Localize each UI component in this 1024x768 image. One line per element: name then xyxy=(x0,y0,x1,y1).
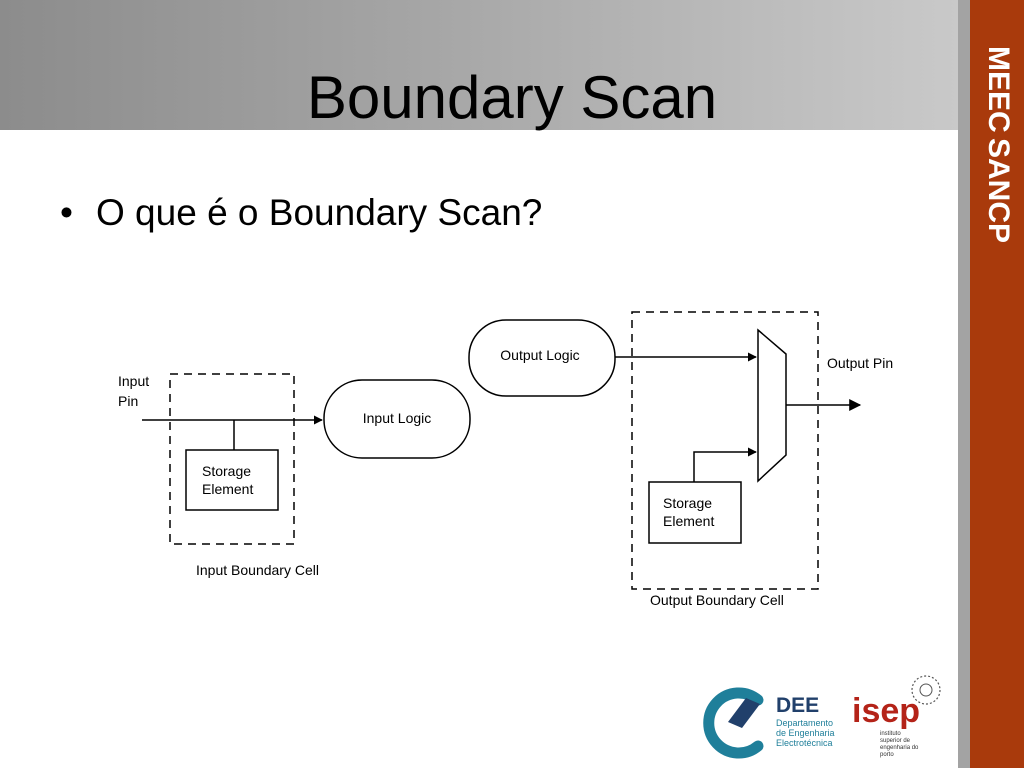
isep-logo-line2: superior de xyxy=(880,738,911,744)
dee-logo-line2: de Engenharia xyxy=(776,728,835,738)
input-cell-label: Input Boundary Cell xyxy=(196,562,319,578)
output-cell-label: Output Boundary Cell xyxy=(650,592,784,608)
isep-logo-line3: engenharia do xyxy=(880,745,919,751)
dee-logo-slash-icon xyxy=(728,698,760,728)
output-storage-element xyxy=(648,481,742,544)
isep-logo: isep instituto superior de engenharia do… xyxy=(852,675,941,758)
sidebar-band xyxy=(970,0,1024,768)
isep-seal-inner-icon xyxy=(919,683,933,697)
output-storage-label-line1: Storage xyxy=(663,495,712,511)
output-multiplexer xyxy=(757,328,787,483)
dee-logo-line3: Electrotécnica xyxy=(776,738,833,748)
input-storage-label-line1: Storage xyxy=(202,463,251,479)
isep-seal-icon xyxy=(911,675,941,705)
isep-logo-name: isep xyxy=(852,692,920,730)
dee-logo-ring-icon xyxy=(703,687,764,759)
input-pin-label-line1: Input xyxy=(118,373,149,389)
isep-logo-line4: porto xyxy=(880,752,894,758)
input-logic-block xyxy=(323,379,471,459)
output-logic-label: Output Logic xyxy=(500,347,579,363)
output-logic-block xyxy=(468,319,616,397)
output-storage-label-line2: Element xyxy=(663,513,714,529)
bullet-dot: • xyxy=(60,192,73,233)
title-band xyxy=(0,0,958,130)
input-storage-label-line2: Element xyxy=(202,481,253,497)
storage-to-mux-wire xyxy=(693,447,757,482)
dee-logo: DEE Departamento de Engenharia Electroté… xyxy=(703,687,835,759)
slide-title: Boundary Scan xyxy=(306,64,718,131)
bullet-text: O que é o Boundary Scan? xyxy=(96,192,543,233)
output-boundary-cell xyxy=(631,311,819,590)
input-pin-label-line2: Pin xyxy=(118,393,138,409)
dee-logo-line1: Departamento xyxy=(776,718,833,728)
input-storage-element xyxy=(185,449,279,511)
sidebar-divider xyxy=(958,0,970,768)
isep-logo-line1: instituto xyxy=(880,731,901,737)
output-pin-label: Output Pin xyxy=(827,355,893,371)
input-logic-label: Input Logic xyxy=(363,410,432,426)
bullet-item: • O que é o Boundary Scan? xyxy=(60,188,542,238)
input-boundary-cell xyxy=(169,373,295,545)
dee-logo-name: DEE xyxy=(776,694,819,717)
